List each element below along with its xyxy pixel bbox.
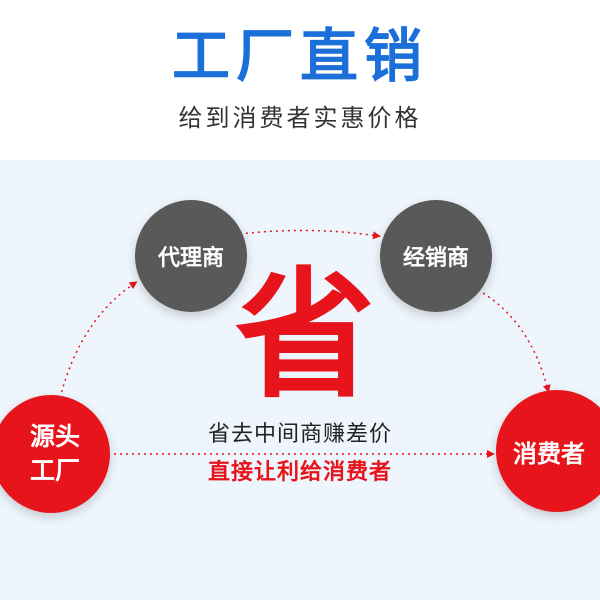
node-dealer: 经销商 [380, 200, 492, 312]
node-consumer-label: 消费者 [513, 439, 585, 468]
node-source-line1: 源头 [29, 422, 80, 451]
diagram-panel [0, 160, 600, 600]
arrow-dealer-to-consumer [477, 289, 551, 393]
caption-direct-to-consumer: 直接让利给消费者 [207, 460, 392, 485]
arrow-agent-to-dealer [239, 229, 381, 240]
node-agent: 代理商 [135, 200, 247, 312]
page-title: 工厂直销 [171, 22, 428, 90]
page-subtitle: 给到消费者实惠价格 [178, 104, 422, 132]
save-character: 省 [234, 255, 375, 418]
node-consumer: 消费者 [496, 390, 600, 512]
node-source-factory: 源头 工厂 [0, 395, 110, 513]
node-source-line2: 工厂 [29, 456, 80, 485]
node-agent-label: 代理商 [157, 246, 224, 271]
node-dealer-label: 经销商 [402, 246, 469, 271]
arrow-source-to-agent [59, 281, 138, 399]
header-section: 工厂直销 给到消费者实惠价格 [0, 0, 600, 160]
caption-skip-middlemen: 省去中间商赚差价 [207, 422, 392, 447]
